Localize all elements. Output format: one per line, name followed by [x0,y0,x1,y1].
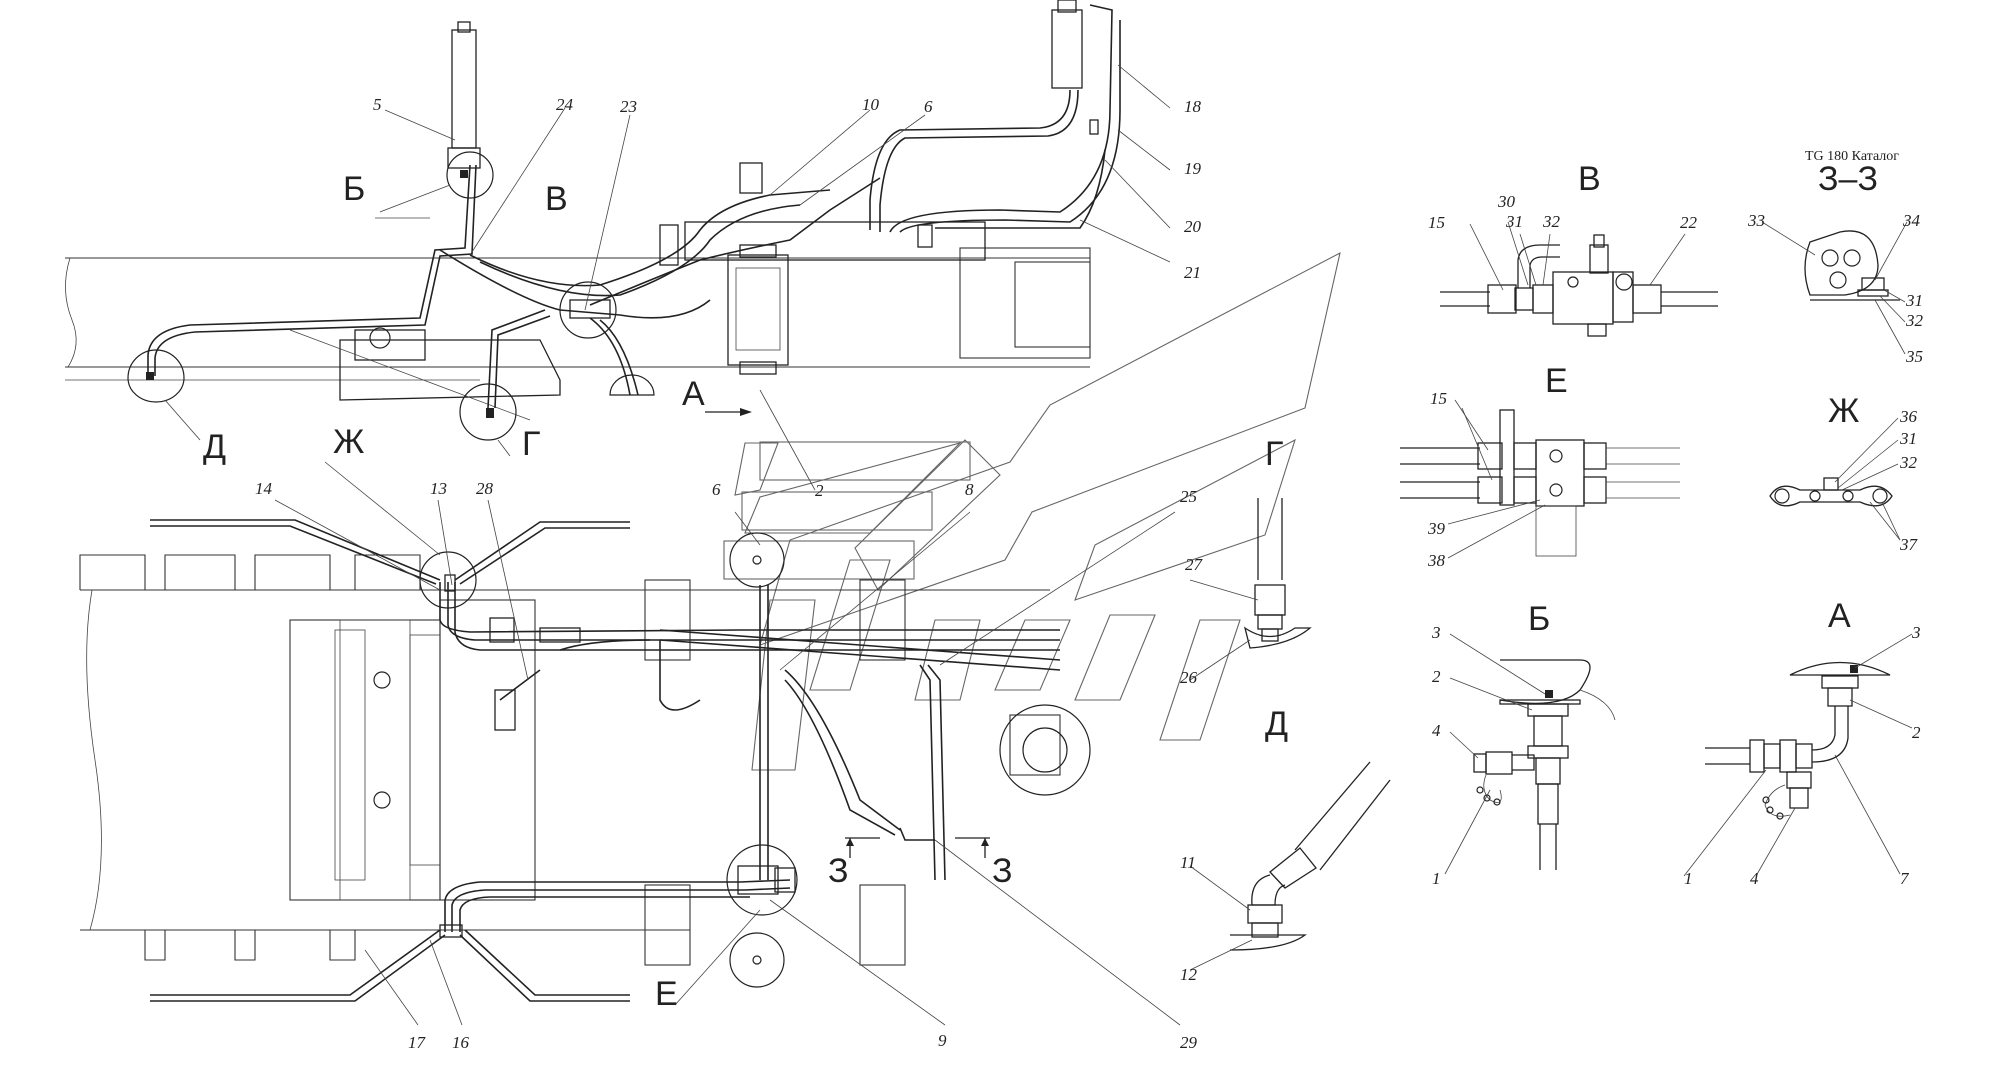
view-label-e: Е [655,975,678,1013]
callout-a-7: 7 [1900,869,1910,888]
callout-8: 8 [965,480,974,499]
catalog-caption: TG 180 Каталог [1805,149,1899,164]
callout-b-4: 4 [1432,721,1441,740]
detail-title-b: Б [1528,600,1550,638]
callout-2-top: 2 [815,481,824,500]
detail-v [1440,221,1718,337]
detail-b [1444,633,1616,875]
view-label-z-left: З [828,852,849,890]
bottom-view [79,461,1181,1026]
view-label-zh: Ж [333,423,364,461]
callout-z-35: 35 [1905,347,1923,366]
view-label-v: В [545,180,568,218]
callout-27: 27 [1185,555,1204,574]
callout-zh-36: 36 [1899,407,1918,426]
callout-b-2: 2 [1432,667,1441,686]
detail-title-g: Г [1265,435,1283,473]
callout-z-31: 31 [1905,291,1923,310]
detail-title-zz: З–З [1818,160,1878,198]
callout-e-15: 15 [1430,389,1447,408]
callout-e-39: 39 [1427,519,1446,538]
callout-5: 5 [373,95,382,114]
callout-z-33: 33 [1747,211,1765,230]
callout-20: 20 [1184,217,1202,236]
detail-g [1189,498,1312,681]
callout-17: 17 [408,1033,427,1052]
view-label-b: Б [343,170,365,208]
callout-zh-32: 32 [1899,453,1918,472]
callout-13: 13 [430,479,447,498]
callout-19: 19 [1184,159,1202,178]
callout-11: 11 [1180,853,1196,872]
callout-b-1: 1 [1432,869,1441,888]
callout-a-3: 3 [1911,623,1921,642]
callout-10: 10 [862,95,880,114]
callout-12: 12 [1180,965,1198,984]
detail-title-a: А [1828,597,1851,635]
callout-29: 29 [1180,1033,1198,1052]
callout-a-4: 4 [1750,869,1759,888]
top-view [65,0,1171,491]
callout-z-32: 32 [1905,311,1924,330]
callout-18: 18 [1184,97,1202,116]
callout-v-31: 31 [1505,212,1523,231]
callout-26: 26 [1180,668,1198,687]
callout-e-38: 38 [1427,551,1446,570]
view-label-d: Д [203,428,226,466]
callout-9: 9 [938,1031,947,1050]
callout-6-top: 6 [924,97,933,116]
callout-a-1: 1 [1684,869,1693,888]
detail-title-zh: Ж [1828,392,1859,430]
callout-v-32: 32 [1542,212,1561,231]
callout-z-34: 34 [1902,211,1921,230]
callout-23: 23 [620,97,637,116]
callout-zh-31: 31 [1899,429,1917,448]
callout-24: 24 [556,95,574,114]
callout-v-30: 30 [1497,192,1516,211]
callout-a-2: 2 [1912,723,1921,742]
detail-e [1400,399,1680,559]
view-label-z-right: З [992,852,1013,890]
callout-b-3: 3 [1431,623,1441,642]
watermark-logo [723,251,1341,771]
detail-zz [1761,221,1908,355]
view-label-g: Г [522,425,540,463]
callout-6-bottom: 6 [712,480,721,499]
detail-title-d: Д [1265,705,1288,743]
detail-title-v: В [1578,160,1601,198]
callout-25: 25 [1180,487,1197,506]
view-label-a: А [682,375,705,413]
detail-title-e: Е [1545,362,1568,400]
labels: TG 180 Каталог Б В Д Г А Ж Е З З Г Д В З… [203,95,1924,1052]
callout-v-15: 15 [1428,213,1445,232]
callout-v-22: 22 [1680,213,1698,232]
callout-28: 28 [476,479,494,498]
detail-d [1189,761,1391,971]
detail-zh [1769,417,1901,541]
callout-16: 16 [452,1033,470,1052]
callout-zh-37: 37 [1899,535,1919,554]
detail-a [1683,633,1913,877]
callout-14: 14 [255,479,273,498]
callout-21: 21 [1184,263,1201,282]
